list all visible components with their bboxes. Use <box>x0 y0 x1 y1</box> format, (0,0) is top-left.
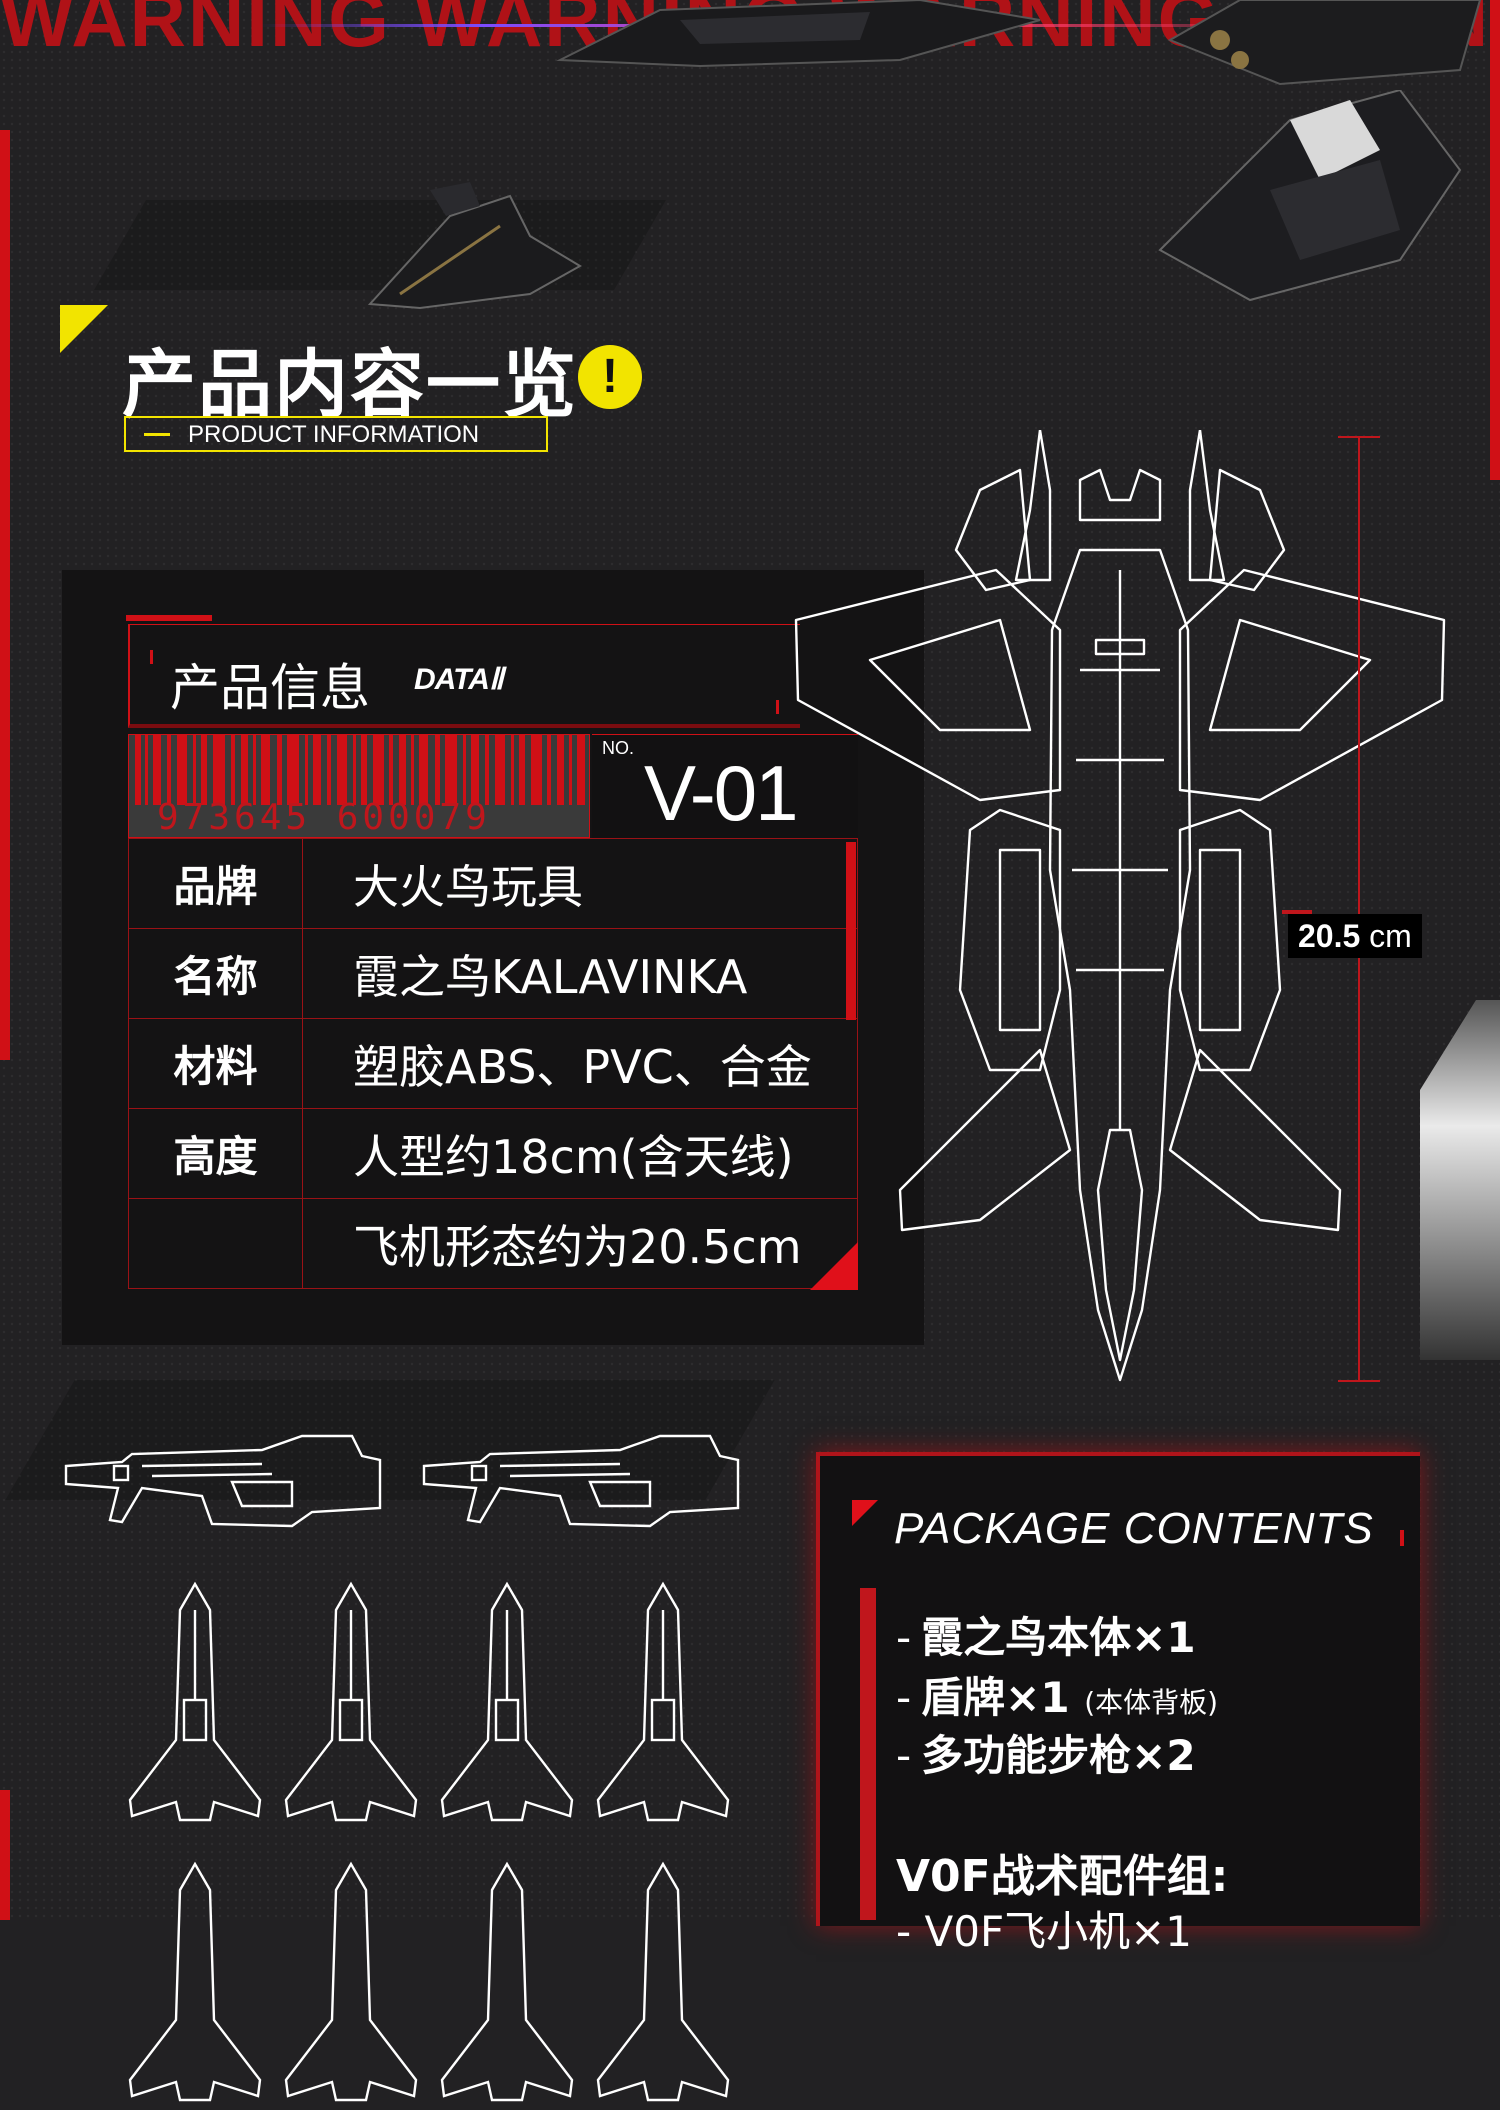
list-item: -多功能步枪×2 <box>896 1722 1196 1783</box>
subtitle-box: PRODUCT INFORMATION <box>124 416 548 452</box>
package-title: PACKAGE CONTENTS <box>894 1504 1374 1553</box>
list-dash: - <box>896 1673 912 1722</box>
spec-key: 品牌 <box>128 838 303 929</box>
dimension-cap <box>1338 1380 1380 1382</box>
package-panel <box>816 1452 1420 1926</box>
alert-icon: ! <box>578 345 642 409</box>
rifle-lineart <box>422 1434 740 1528</box>
rifle-lineart <box>64 1434 382 1528</box>
jet-lineart <box>794 430 1446 1382</box>
spec-value: 大火鸟玩具 <box>302 838 858 929</box>
left-accent-bar <box>0 130 10 1060</box>
spec-key: 材料 <box>128 1018 303 1109</box>
list-item: -霞之鸟本体×1 <box>896 1604 1196 1665</box>
spec-key: 高度 <box>128 1108 303 1199</box>
list-dash: - <box>896 1731 912 1780</box>
package-group-title: V0F战术配件组: <box>896 1851 1229 1902</box>
table-row: 高度 人型约18cm(含天线) <box>128 1108 858 1199</box>
model-number-label: NO. <box>602 738 635 758</box>
missile-lineart <box>440 1581 574 1822</box>
missile-lineart <box>596 1861 730 2102</box>
info-header-mark <box>150 650 153 664</box>
list-item-text: 多功能步枪×2 <box>921 1731 1196 1780</box>
spec-value: 塑胶ABS、PVC、合金 <box>302 1018 858 1109</box>
table-row: 材料 塑胶ABS、PVC、合金 <box>128 1018 858 1109</box>
info-title: 产品信息 <box>170 659 370 717</box>
spec-accent-bar <box>846 842 856 1020</box>
package-side-bar <box>860 1588 876 1920</box>
right-accent-bar <box>1490 0 1500 480</box>
model-number-box <box>592 734 858 839</box>
list-dash: - <box>896 1613 912 1662</box>
table-row: 飞机形态约为20.5cm <box>128 1198 858 1289</box>
dimension-unit: cm <box>1369 918 1412 954</box>
barcode-icon <box>135 735 585 805</box>
info-header-accent <box>126 615 212 621</box>
table-row: 名称 霞之鸟KALAVINKA <box>128 928 858 1019</box>
missile-lineart <box>284 1581 418 1822</box>
page-title: 产品内容一览 <box>122 342 578 428</box>
package-group-item: - V0F飞小机×1 <box>896 1907 1193 1956</box>
missile-lineart <box>284 1861 418 2102</box>
missile-lineart <box>440 1861 574 2102</box>
spec-corner-triangle <box>810 1242 858 1290</box>
page-subtitle: PRODUCT INFORMATION <box>188 421 480 448</box>
spec-key: 名称 <box>128 928 303 1019</box>
dimension-tick <box>1282 910 1312 914</box>
subtitle-dash <box>144 433 170 436</box>
list-item: -盾牌×1 (本体背板) <box>896 1664 1218 1725</box>
barcode-number: 973645 600079 <box>157 797 491 838</box>
robot-part-fin-image <box>367 182 582 310</box>
barcode: 973645 600079 <box>128 734 590 838</box>
list-item-text: 盾牌×1 <box>921 1673 1070 1722</box>
header-corner-triangle <box>60 305 108 353</box>
spec-value: 霞之鸟KALAVINKA <box>302 928 858 1019</box>
info-title-en: DATAⅡ <box>414 663 504 696</box>
dimension-line <box>1358 436 1360 1382</box>
missile-lineart <box>128 1581 262 1822</box>
package-corner-triangle <box>852 1500 878 1526</box>
model-number: V-01 <box>644 749 798 837</box>
list-item-note: (本体背板) <box>1084 1686 1219 1719</box>
table-row: 品牌 大火鸟玩具 <box>128 838 858 929</box>
robot-part-top-right-image <box>1167 0 1482 86</box>
missile-lineart <box>596 1581 730 1822</box>
spec-value: 飞机形态约为20.5cm <box>302 1198 858 1289</box>
robot-part-shoulder-image <box>1158 90 1462 302</box>
spec-key <box>128 1198 303 1289</box>
info-header <box>128 624 800 728</box>
info-header-mark <box>776 700 779 714</box>
missile-lineart <box>128 1861 262 2102</box>
spec-value: 人型约18cm(含天线) <box>302 1108 858 1199</box>
left-accent-bar <box>0 1790 10 1920</box>
dimension-label: 20.5 cm <box>1288 914 1422 958</box>
robot-part-top-image <box>556 0 1041 68</box>
dimension-cap <box>1338 436 1380 438</box>
package-mark <box>1400 1530 1404 1546</box>
dimension-value: 20.5 <box>1298 918 1361 954</box>
spec-table: 品牌 大火鸟玩具 名称 霞之鸟KALAVINKA 材料 塑胶ABS、PVC、合金… <box>128 838 858 1289</box>
list-item-text: 霞之鸟本体×1 <box>921 1613 1196 1662</box>
